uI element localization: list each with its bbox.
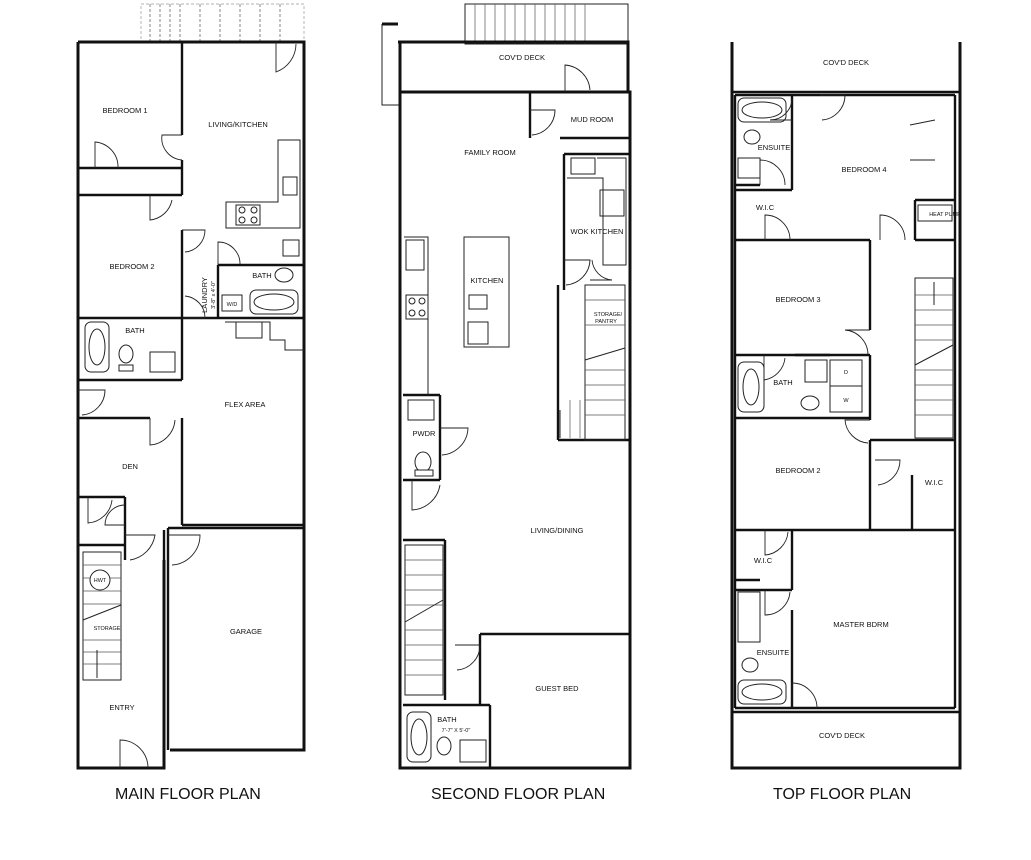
room-label-bedroom2: BEDROOM 2 — [109, 262, 154, 271]
room-label-bedroom2: BEDROOM 2 — [775, 466, 820, 475]
main-kitchen-counters — [225, 139, 304, 351]
room-label-mud-room: MUD ROOM — [571, 115, 614, 124]
room-label-den: DEN — [122, 462, 138, 471]
room-label-wic-1: W.I.C — [756, 203, 775, 212]
second-kitchen — [404, 157, 627, 395]
room-label-living-dining: LIVING/DINING — [531, 526, 584, 535]
room-label-bath: BATH — [125, 326, 144, 335]
laundry-dimension: 3'-8" x 4'-0" — [211, 281, 217, 309]
room-label-guest-bed: GUEST BED — [535, 684, 579, 693]
main-stairs — [82, 551, 122, 681]
room-label-bedroom1: BEDROOM 1 — [102, 106, 147, 115]
second-floor-plan: COV'D DECK MUD ROOM FAMILY ROOM WOK KITC… — [381, 3, 632, 770]
rear-deck-outline — [140, 3, 305, 42]
room-label-wok-kitchen: WOK KITCHEN — [571, 227, 624, 236]
room-label-bath: BATH — [437, 715, 456, 724]
second-interior-walls — [403, 92, 630, 768]
room-label-wic-3: W.I.C — [754, 556, 773, 565]
second-floor-labels: COV'D DECK MUD ROOM FAMILY ROOM WOK KITC… — [413, 53, 624, 734]
second-exterior-wall — [398, 42, 632, 770]
top-exterior-wall — [730, 42, 962, 770]
second-rear-stair — [464, 3, 629, 45]
heat-pump-label: HEAT PUMP — [929, 212, 961, 218]
second-doors — [411, 64, 613, 671]
room-label-storage: STORAGE — [94, 626, 121, 632]
hot-water-tank-label: HWT — [94, 578, 107, 584]
second-deck-rail — [381, 24, 400, 106]
top-stairs — [914, 277, 954, 439]
main-bath-fixtures — [84, 239, 300, 373]
top-interior-walls — [733, 93, 957, 710]
room-label-family-room: FAMILY ROOM — [464, 148, 515, 157]
main-interior-walls — [78, 42, 304, 750]
top-floor-plan-title: TOP FLOOR PLAN — [773, 786, 912, 803]
room-label-pwdr: PWDR — [413, 429, 436, 438]
room-label-flex-area: FLEX AREA — [225, 400, 266, 409]
second-floor-plan-title: SECOND FLOOR PLAN — [431, 786, 606, 803]
room-label-bedroom4: BEDROOM 4 — [841, 165, 886, 174]
main-doors — [78, 42, 297, 769]
top-bath-fixtures — [737, 97, 953, 705]
top-floor-labels: COV'D DECK ENSUITE BEDROOM 4 W.I.C HEAT … — [754, 58, 961, 740]
room-label-bath: BATH — [773, 378, 792, 387]
room-label-master-bdrm: MASTER BDRM — [833, 620, 888, 629]
room-label-laundry: LAUNDRY — [200, 277, 209, 313]
room-label-living-kitchen: LIVING/KITCHEN — [208, 120, 268, 129]
room-label-storage-pantry-1: STORAGE/ — [594, 312, 623, 318]
top-doors — [759, 94, 936, 709]
top-floor-plan: COV'D DECK ENSUITE BEDROOM 4 W.I.C HEAT … — [730, 42, 962, 770]
room-label-wic-2: W.I.C — [925, 478, 944, 487]
main-floor-plan-title: MAIN FLOOR PLAN — [115, 786, 261, 803]
room-label-covd-deck: COV'D DECK — [499, 53, 545, 62]
second-stairs — [404, 284, 626, 696]
room-label-bedroom3: BEDROOM 3 — [775, 295, 820, 304]
room-label-garage: GARAGE — [230, 627, 262, 636]
second-bath-fixtures — [406, 399, 487, 763]
main-exterior-wall — [76, 40, 306, 770]
dryer-label: D — [844, 370, 848, 376]
bath-dimension: 7'-7" X 5'-0" — [442, 728, 471, 734]
room-label-entry: ENTRY — [109, 703, 134, 712]
second-deck-wall — [382, 22, 630, 92]
room-label-ensuite-bottom: ENSUITE — [757, 648, 790, 657]
main-floor-plan: BEDROOM 1 LIVING/KITCHEN BEDROOM 2 BATH … — [76, 3, 306, 770]
room-label-bath-small: BATH — [252, 271, 271, 280]
room-label-kitchen: KITCHEN — [471, 276, 504, 285]
washer-dryer-label: W/D — [227, 302, 238, 308]
room-label-storage-pantry-2: PANTRY — [595, 319, 617, 325]
room-label-covd-deck-top: COV'D DECK — [823, 58, 869, 67]
washer-label: W — [843, 398, 849, 404]
room-label-ensuite-top: ENSUITE — [758, 143, 791, 152]
room-label-covd-deck-bottom: COV'D DECK — [819, 731, 865, 740]
main-floor-labels: BEDROOM 1 LIVING/KITCHEN BEDROOM 2 BATH … — [94, 106, 272, 712]
